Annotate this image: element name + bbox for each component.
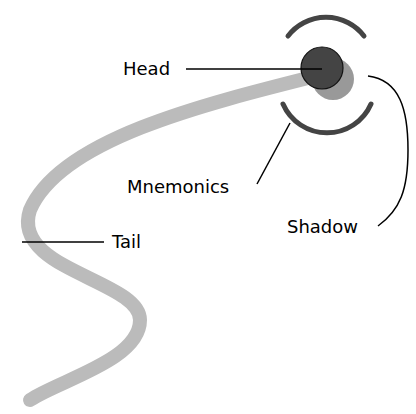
callout-label: Tail xyxy=(111,231,142,252)
head-circle xyxy=(301,47,343,89)
leader-line xyxy=(257,123,290,184)
callout-label: Head xyxy=(122,58,171,79)
tail-stroke xyxy=(28,75,320,400)
mnemonic-arc xyxy=(288,17,364,36)
leader-line xyxy=(22,241,104,243)
mnemonic-arc xyxy=(283,104,371,133)
leader-line xyxy=(186,68,322,70)
callout-label: Mnemonics xyxy=(126,176,230,197)
callout-label: Shadow xyxy=(286,216,359,237)
leader-line xyxy=(368,76,408,226)
